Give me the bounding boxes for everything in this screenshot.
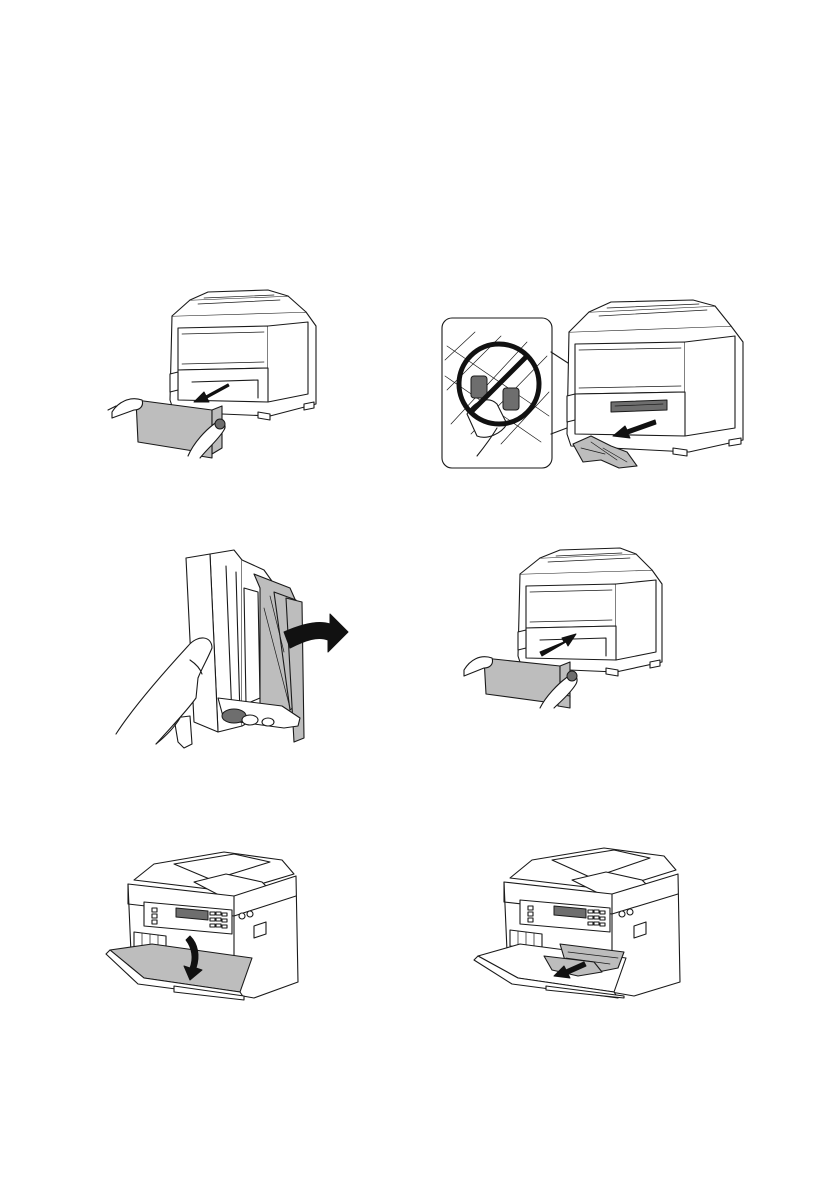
- do-not-touch-rollers-illustration: [441, 296, 747, 472]
- reinsert-rear-unit-illustration: [464, 548, 664, 708]
- remove-paper-from-unit-illustration: [114, 548, 350, 752]
- figure-open-front-cover: [104, 852, 304, 1000]
- figure-remove-rear-unit: [108, 292, 320, 458]
- figure-remove-paper-from-unit: [114, 548, 350, 752]
- pull-out-jammed-paper-illustration: [474, 848, 692, 998]
- figure-do-not-touch: [441, 296, 747, 472]
- figure-reinsert-rear-unit: [464, 548, 664, 708]
- open-front-cover-illustration: [104, 852, 304, 1000]
- figure-pull-out-jammed-paper: [474, 848, 692, 998]
- remove-rear-unit-illustration: [108, 292, 320, 458]
